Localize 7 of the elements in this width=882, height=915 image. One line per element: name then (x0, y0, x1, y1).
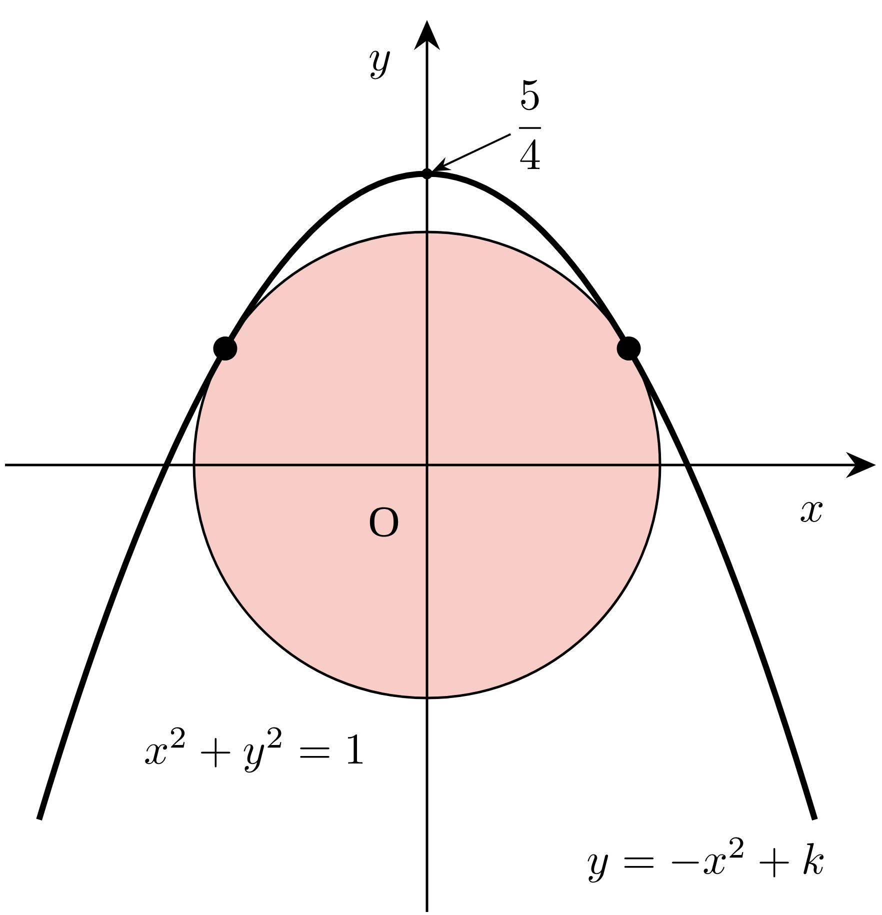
curve-vertex (422, 168, 432, 180)
axis-label: $x$ (800, 502, 823, 522)
fraction-label: $\frac{5}{4}$ (519, 80, 541, 170)
axis-label: $y$ (370, 50, 390, 80)
equation-label: $y=-x^2+k$ (588, 837, 824, 883)
origin-label: O (370, 507, 398, 537)
equation-label: $x^2+y^2=1$ (145, 727, 362, 773)
